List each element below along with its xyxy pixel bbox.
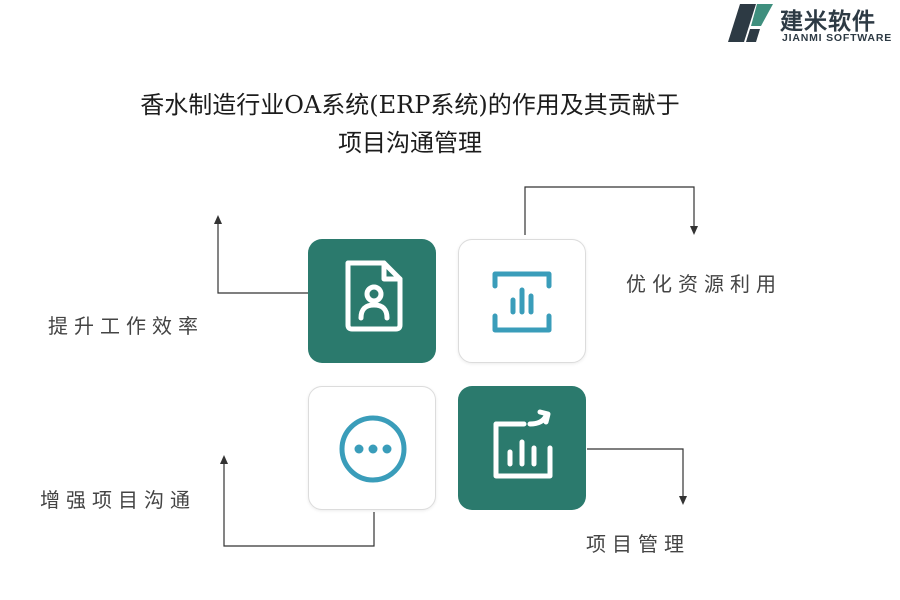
arrowhead-down-1: [690, 226, 698, 235]
chart-export-icon: [493, 409, 553, 479]
brand-name-cn: 建米软件: [780, 9, 876, 35]
brand-logo: 建米软件 JIANMI SOFTWARE: [726, 2, 898, 46]
tile-management: [458, 386, 586, 510]
arrowhead-up-1: [214, 215, 222, 224]
arrowhead-down-2: [679, 496, 687, 505]
connector-efficiency: [217, 222, 308, 294]
brand-name-en: JIANMI SOFTWARE: [782, 32, 893, 44]
label-efficiency: 提升工作效率: [48, 314, 204, 338]
connector-communication: [223, 462, 375, 547]
tile-resources: [458, 239, 586, 363]
document-user-icon: [345, 260, 403, 332]
label-management: 项目管理: [586, 532, 690, 556]
title-line-2: 项目沟通管理: [338, 129, 482, 157]
page-title: 香水制造行业OA系统(ERP系统)的作用及其贡献于 项目沟通管理: [70, 86, 750, 162]
tile-efficiency: [308, 239, 436, 363]
jianmi-logo-icon: [728, 4, 773, 42]
bar-chart-scan-icon: [492, 271, 552, 333]
label-communication: 增强项目沟通: [40, 488, 196, 512]
connector-resources: [524, 186, 695, 235]
tile-communication: [308, 386, 436, 510]
chat-dots-icon: [339, 415, 407, 483]
connector-management: [587, 448, 684, 498]
label-resources: 优化资源利用: [626, 272, 782, 296]
title-line-1: 香水制造行业OA系统(ERP系统)的作用及其贡献于: [140, 91, 680, 119]
arrowhead-up-2: [220, 455, 228, 464]
